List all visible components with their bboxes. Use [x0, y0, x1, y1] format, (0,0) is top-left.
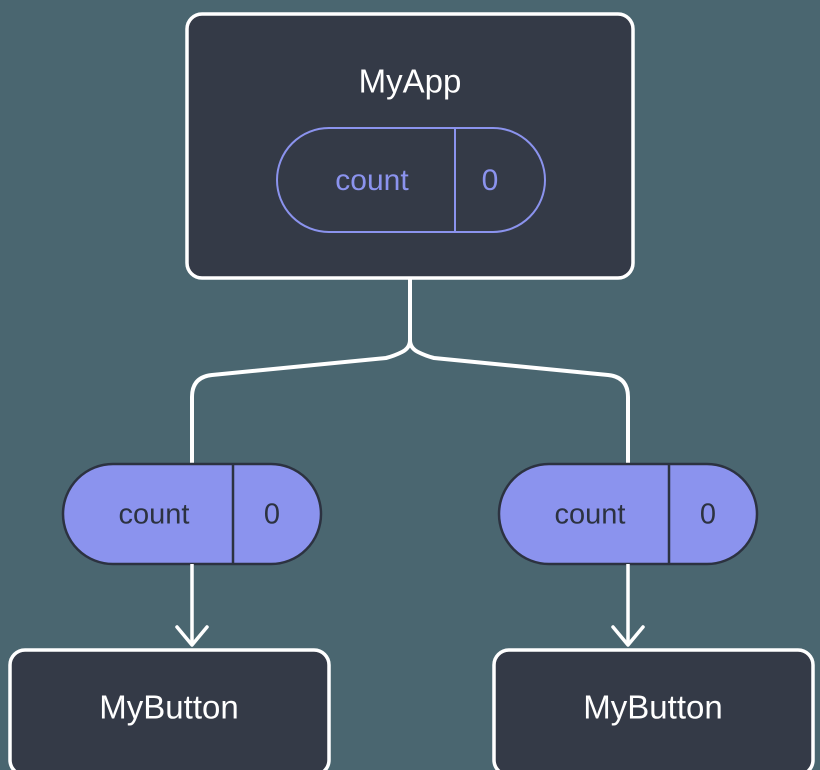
- prop-pill-left-value: 0: [264, 499, 280, 531]
- prop-pill-left-key: count: [119, 499, 190, 531]
- arrow-right-head: [611, 625, 645, 647]
- connector-stem-and-branches: [190, 276, 630, 466]
- node-mybutton-left-box: [8, 648, 331, 770]
- state-pill-myapp[interactable]: count 0: [276, 127, 546, 233]
- node-mybutton-left-title: MyButton: [99, 689, 238, 726]
- prop-pill-right[interactable]: count 0: [497, 462, 759, 566]
- connector-group: [190, 276, 630, 466]
- arrow-left: [175, 564, 209, 647]
- prop-pill-right-key: count: [555, 499, 626, 531]
- state-pill-myapp-key: count: [335, 164, 409, 197]
- node-myapp-box: [185, 12, 635, 280]
- arrow-left-head: [175, 625, 209, 647]
- node-myapp[interactable]: MyApp count 0: [185, 12, 635, 280]
- prop-pill-left-shape: [61, 462, 323, 566]
- arrow-right: [611, 564, 645, 647]
- prop-pill-right-value: 0: [700, 499, 716, 531]
- node-mybutton-right-title: MyButton: [583, 689, 722, 726]
- prop-pill-right-shape: [497, 462, 759, 566]
- node-mybutton-right[interactable]: MyButton: [492, 648, 815, 770]
- prop-pill-left[interactable]: count 0: [61, 462, 323, 566]
- node-mybutton-right-box: [492, 648, 815, 770]
- node-mybutton-left[interactable]: MyButton: [8, 648, 331, 770]
- state-pill-myapp-shape: [276, 127, 546, 233]
- state-pill-myapp-value: 0: [482, 164, 499, 197]
- node-myapp-title: MyApp: [359, 63, 462, 100]
